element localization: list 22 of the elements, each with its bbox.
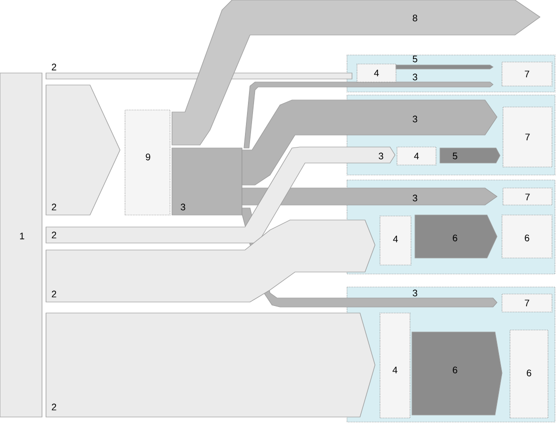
- flow-band: 6: [414, 214, 498, 258]
- stage-box: 4: [380, 312, 410, 418]
- flow-band: 5: [440, 148, 500, 164]
- stage-box: 7: [502, 106, 552, 168]
- stage-box: 1: [0, 72, 42, 418]
- stage-box: 4: [396, 146, 436, 166]
- stage-box: 7: [502, 188, 552, 206]
- stage-box: 3: [172, 148, 242, 216]
- stage-box: 4: [380, 216, 412, 266]
- stage-box: 7: [502, 294, 552, 312]
- node-label: 2: [52, 64, 56, 70]
- flow-band: 2: [46, 312, 376, 418]
- flow-band: 2: [46, 84, 120, 216]
- flow-band: 5: [396, 56, 494, 70]
- stage-box: 7: [502, 62, 552, 86]
- stage-box: 6: [510, 330, 548, 418]
- node-label: 3: [412, 74, 418, 80]
- node-label: 5: [412, 56, 418, 62]
- stage-box: 6: [502, 214, 552, 258]
- flow-band: 6: [412, 332, 502, 416]
- stage-box: 4: [356, 64, 396, 82]
- stage-box: 9: [124, 110, 170, 216]
